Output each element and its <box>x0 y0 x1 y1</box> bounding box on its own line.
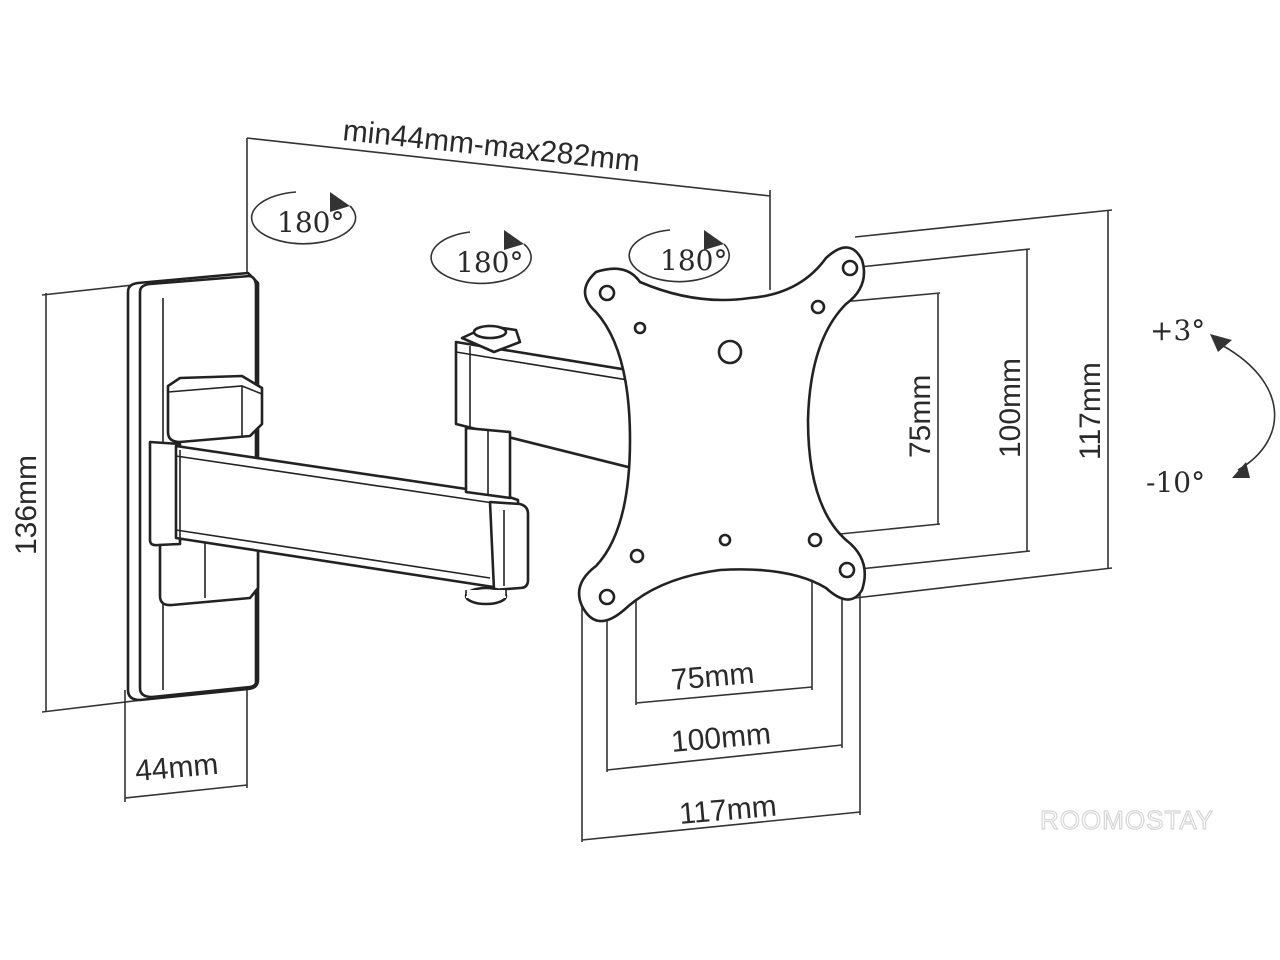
label-plate-height: 117mm <box>1074 362 1107 460</box>
tilt-arrow <box>1210 334 1276 478</box>
arm-segment-2 <box>454 324 642 500</box>
label-wall-plate-depth: 44mm <box>134 748 220 788</box>
label-vesa-horizontal-75: 75mm <box>670 657 756 697</box>
swivel-arrow-wall <box>250 191 357 245</box>
label-tilt-up: +3° <box>1150 314 1205 347</box>
swivel-arrow-plate <box>628 229 731 283</box>
label-swivel-middle: 180° <box>456 246 523 279</box>
vesa-mount-holes <box>598 259 859 606</box>
vesa-plate <box>577 246 867 623</box>
label-wall-plate-height: 136mm <box>10 455 43 555</box>
label-swivel-plate: 180° <box>660 244 727 277</box>
swivel-arrow-middle <box>430 230 532 285</box>
label-swivel-wall: 180° <box>277 206 344 239</box>
label-tilt-down: -10° <box>1146 466 1205 499</box>
rotation-arrows <box>250 191 1276 478</box>
label-arm-extension: min44mm-max282mm <box>341 114 641 178</box>
arm-segment-1 <box>174 444 530 606</box>
watermark: ROOMOSTAY <box>1040 805 1214 835</box>
label-vesa-horizontal-100: 100mm <box>670 717 773 759</box>
label-vesa-vertical-75: 75mm <box>904 375 937 458</box>
label-plate-width: 117mm <box>678 790 778 831</box>
label-vesa-vertical-100: 100mm <box>994 358 1027 458</box>
dimension-lines <box>41 137 1113 842</box>
